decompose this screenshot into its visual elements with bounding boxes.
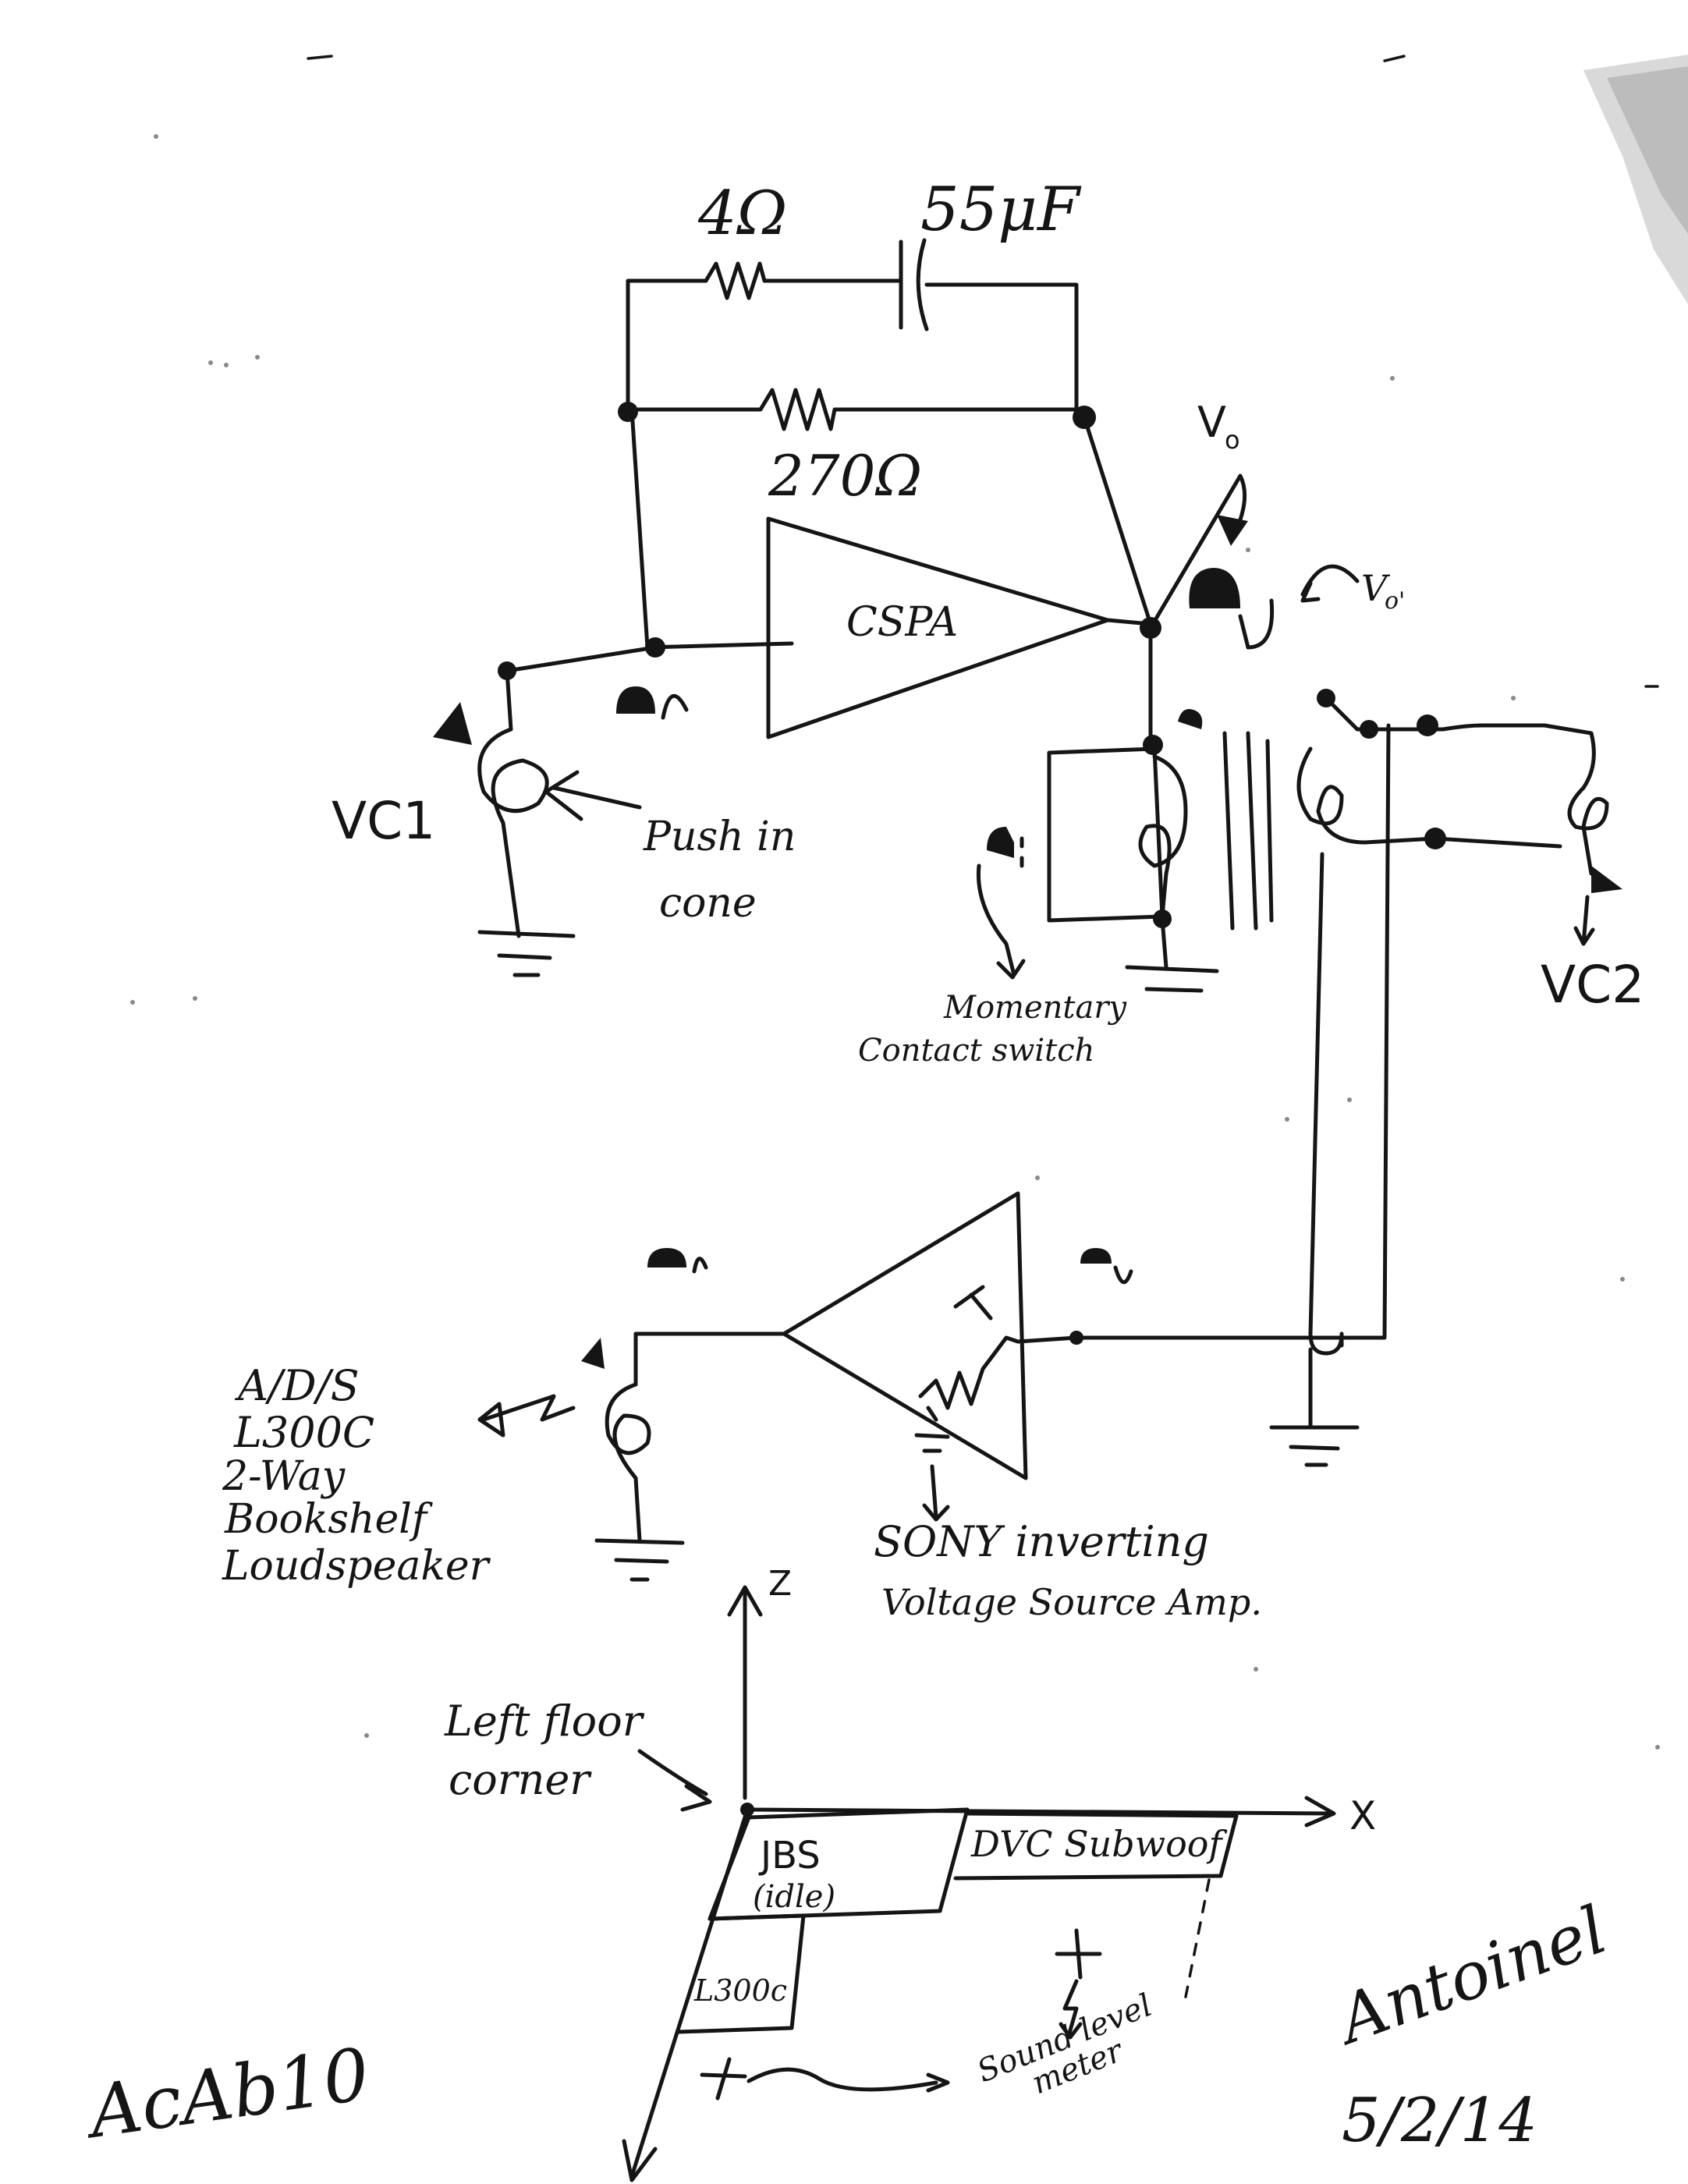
sony-gain-pot bbox=[918, 1335, 1293, 1410]
vo-label: V bbox=[1197, 398, 1226, 447]
z-axis-label: Z bbox=[768, 1564, 792, 1604]
capacitor-55uf bbox=[899, 238, 1079, 412]
push-in-label: Push in bbox=[643, 814, 796, 860]
footer-labels: AcAb10 Antoinel 5/2/14 bbox=[78, 1892, 1616, 2156]
primary-coil bbox=[1138, 754, 1188, 919]
vo-sub-label: o bbox=[1225, 425, 1240, 455]
resistor-270-label: 270Ω bbox=[768, 443, 922, 509]
vo-prime-label: V bbox=[1361, 567, 1391, 609]
box-l300 bbox=[676, 1913, 806, 2034]
speaker-coil-l300c bbox=[477, 1338, 685, 1582]
sony-amplifier bbox=[633, 1191, 1293, 1522]
speaker-label-3: 2-Way bbox=[222, 1453, 346, 1500]
feedback-rc-branch bbox=[626, 238, 1079, 412]
vc2-label: VC2 bbox=[1541, 955, 1644, 1015]
resistor-4ohm bbox=[704, 261, 903, 300]
axes-labels: Z X Left floor corner JBS (idle) DVC Sub… bbox=[444, 1564, 1376, 2101]
box-dvc-label: DVC Subwoof bbox=[970, 1823, 1227, 1865]
box-jbs-label-2: (idle) bbox=[753, 1879, 835, 1915]
switch-label-2: Contact switch bbox=[858, 1033, 1094, 1069]
scan-shadow-corner bbox=[1583, 55, 1688, 304]
schematic-labels: 4Ω 55μF 270Ω CSPA V o V o' VC1 Push in c… bbox=[332, 175, 1644, 1069]
vo-prime-probe bbox=[1189, 564, 1360, 650]
momentary-switch-frame bbox=[1047, 746, 1165, 923]
sony-label-2: Voltage Source Amp. bbox=[881, 1581, 1262, 1623]
secondary-coil bbox=[1296, 746, 1367, 845]
speaker-label-4: Bookshelf bbox=[224, 1496, 433, 1543]
vo-probe bbox=[1148, 473, 1248, 630]
box-dvc bbox=[953, 1811, 1239, 1881]
date-label: 5/2/14 bbox=[1342, 2086, 1537, 2156]
box-jbs bbox=[707, 1807, 970, 1921]
lower-labels: A/D/S L300C 2-Way Bookshelf Loudspeaker … bbox=[222, 1361, 1262, 1623]
floor-boxes bbox=[676, 1807, 1239, 2101]
vc1-label: VC1 bbox=[332, 791, 435, 851]
vc1-coil bbox=[433, 668, 689, 977]
speaker-label-2: L300C bbox=[233, 1408, 374, 1457]
speaker-label-1: A/D/S bbox=[234, 1361, 360, 1410]
sony-label-1: SONY inverting bbox=[874, 1517, 1209, 1566]
corner-label-1: Left floor bbox=[444, 1696, 645, 1746]
switch-label-1: Momentary bbox=[943, 990, 1127, 1026]
x-axis bbox=[746, 1807, 1332, 1816]
capacitor-label: 55μF bbox=[920, 175, 1082, 245]
id-code: AcAb10 bbox=[78, 2033, 374, 2155]
box-l300-label: L300c bbox=[693, 1973, 787, 2008]
speaker-label-5: Loudspeaker bbox=[222, 1543, 491, 1590]
switch-indicator bbox=[976, 827, 1026, 980]
cone-label: cone bbox=[659, 880, 757, 927]
author-signature: Antoinel bbox=[1324, 1892, 1616, 2060]
long-leads-to-sony bbox=[1269, 723, 1391, 1467]
vc2-coil bbox=[1542, 723, 1609, 876]
output-to-transformer bbox=[1047, 626, 1622, 993]
box-jbs-label-1: JBS bbox=[758, 1834, 821, 1877]
resistor-4ohm-label: 4Ω bbox=[697, 179, 787, 249]
transformer-core bbox=[1222, 731, 1274, 931]
scan-specks bbox=[130, 55, 1660, 1750]
vo-prime-sub-label: o' bbox=[1385, 587, 1405, 615]
cspa-label: CSPA bbox=[846, 599, 958, 646]
x-axis-label: X bbox=[1349, 1793, 1376, 1838]
corner-label-2: corner bbox=[449, 1755, 592, 1804]
room-axes bbox=[622, 1585, 1336, 2182]
